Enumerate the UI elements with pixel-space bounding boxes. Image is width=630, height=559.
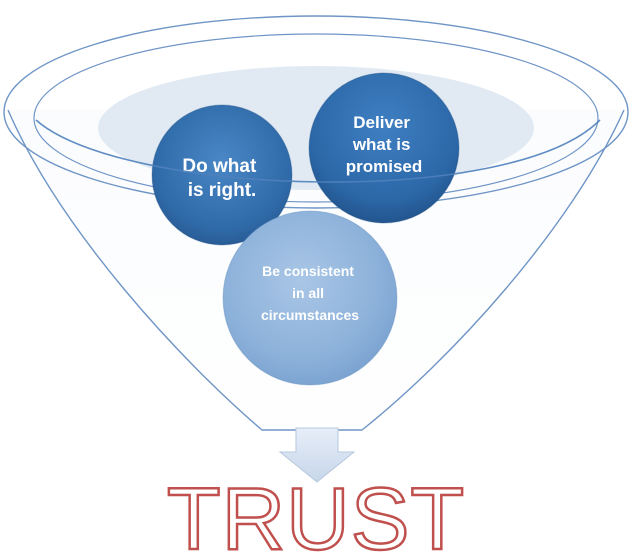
funnel-rim-front — [35, 119, 601, 183]
svg-text:Deliver what is pr: Deliver what is promised — [346, 113, 423, 176]
circle-deliver-line-1: Deliver — [353, 113, 410, 132]
circle-deliver-line-3: promised — [346, 157, 423, 176]
circle-be-line-2: in all — [292, 285, 324, 301]
circle-be-consistent: Be consistent in all circumstances — [222, 210, 398, 386]
funnel-rim-outer — [3, 15, 629, 209]
circle-do-line-2: is right. — [188, 180, 257, 201]
circle-do-what-is-right: Do what is right. — [151, 104, 293, 246]
circle-deliver-line-2: what is — [352, 135, 411, 154]
circle-be-line-1: Be consistent — [262, 263, 354, 279]
circle-be-line-3: circumstances — [261, 307, 359, 323]
trust-label: TRUST — [167, 469, 465, 559]
funnel-rim-inner — [33, 33, 599, 203]
circle-deliver-what-is-promised: Deliver what is promised — [308, 72, 460, 224]
circle-do-line-1: Do what — [182, 156, 257, 177]
svg-text:Do what is right.: Do what is right. — [182, 156, 261, 201]
down-arrow-icon — [278, 427, 356, 483]
svg-text:Be consistent in all: Be consistent in all circumstances — [261, 263, 359, 323]
